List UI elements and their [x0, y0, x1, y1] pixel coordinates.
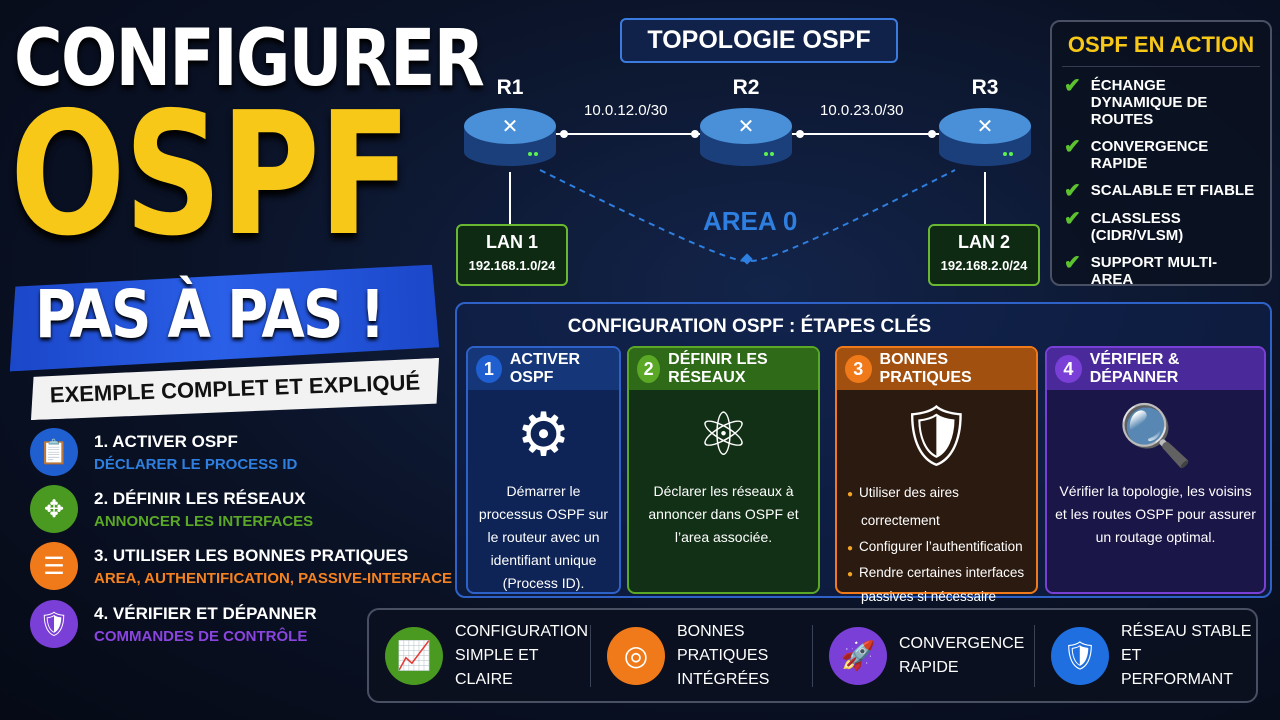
lan-name: LAN 2	[957, 232, 1010, 252]
feature-item: ✔ ÉCHANGE DYNAMIQUE DE ROUTES	[1064, 75, 1258, 128]
feature-label: CONVERGENCE RAPIDE	[1090, 138, 1209, 172]
svg-text:✕: ✕	[977, 116, 994, 138]
check-icon: ✔	[1064, 208, 1081, 230]
benefit-label: CONFIGURATION SIMPLE ET CLAIRE	[455, 622, 589, 688]
feature-item: ✔ SCALABLE ET FIABLE	[1064, 180, 1258, 202]
card-title: VÉRIFIER & DÉPANNER	[1089, 351, 1180, 386]
card-number: 4	[1055, 355, 1082, 383]
filter-icon: ☰	[30, 542, 78, 590]
step-1: 📋 1. ACTIVER OSPF DÉCLARER LE PROCESS ID	[30, 428, 297, 476]
lan-2: LAN 2 192.168.2.0/24	[928, 224, 1040, 286]
area-label: AREA 0	[703, 206, 798, 236]
list-item: Configurer l’authentification	[859, 534, 1028, 562]
card-title: ACTIVER OSPF	[509, 351, 581, 386]
target-icon: ◎	[607, 626, 665, 685]
lan-name: LAN 1	[485, 232, 538, 252]
benefit-item: 🚀 CONVERGENCE RAPIDE	[813, 624, 1035, 687]
magnifier-icon: 🔍	[1118, 401, 1193, 469]
feature-label: SCALABLE ET FIABLE	[1090, 182, 1255, 199]
step-detail: AREA, AUTHENTIFICATION, PASSIVE-INTERFAC…	[94, 569, 453, 587]
check-icon: ✔	[1064, 136, 1081, 158]
list-item: Rendre certaines interfaces passives si …	[859, 562, 1028, 608]
shield-check-icon: 🛡	[30, 600, 78, 648]
subtitle-banner: EXEMPLE COMPLET ET EXPLIQUÉ	[29, 358, 440, 420]
network-icon: ✥	[30, 485, 78, 533]
topology-lines	[509, 130, 986, 265]
router-label-r1: R1	[496, 76, 524, 99]
title-ospf: OSPF	[10, 76, 411, 274]
lan-ip: 192.168.2.0/24	[940, 258, 1028, 273]
router-label-r3: R3	[971, 76, 999, 99]
best-practices-list: Utiliser des aires correctement Configur…	[837, 480, 1036, 608]
config-title: CONFIGURATION OSPF : ÉTAPES CLÉS	[567, 316, 932, 337]
benefit-item: 📈CONFIGURATION SIMPLE ET CLAIRE	[369, 623, 591, 688]
benefit-label: CONVERGENCE RAPIDE	[899, 634, 1025, 676]
card-title: DÉFINIR LES RÉSEAUX	[668, 351, 768, 386]
card-number: 2	[637, 355, 661, 383]
card-text: Démarrer le processus OSPF sur le routeu…	[478, 483, 609, 591]
check-icon: ✔	[1064, 180, 1081, 202]
router-icon[interactable]: ✕	[937, 104, 1033, 168]
list-item: Utiliser des aires correctement	[859, 480, 1028, 534]
shield-check-icon: 🛡	[1051, 626, 1109, 685]
benefit-item: 🛡RÉSEAU STABLE ET PERFORMANT	[1035, 623, 1256, 688]
svg-text:✕: ✕	[502, 116, 519, 138]
step-title: 3. UTILISER LES BONNES PRATIQUES	[94, 545, 409, 565]
feature-label: ÉCHANGE DYNAMIQUE DE ROUTES	[1090, 77, 1208, 128]
feature-label: CLASSLESS (CIDR/VLSM)	[1090, 210, 1184, 244]
card-number: 1	[476, 355, 502, 383]
title-pas-a-pas: PAS À PAS !	[35, 276, 385, 353]
topology-title: TOPOLOGIE OSPF	[620, 18, 898, 63]
gear-icon: ⚙	[516, 401, 571, 468]
network-nodes-icon: ⚛	[696, 401, 751, 468]
router-icon[interactable]: ✕	[698, 104, 794, 168]
panel-title: OSPF EN ACTION	[1062, 32, 1260, 67]
card-title: BONNES PRATIQUES	[879, 351, 972, 386]
ospf-action-panel: OSPF EN ACTION ✔ ÉCHANGE DYNAMIQUE DE ROU…	[1050, 20, 1272, 288]
step-detail: ANNONCER LES INTERFACES	[94, 512, 314, 530]
feature-item: ✔ SUPPORT MULTI-AREA	[1064, 252, 1258, 288]
shield-check-icon: 🛡	[898, 401, 975, 469]
chart-up-icon: 📈	[385, 626, 443, 685]
benefit-label: BONNES PRATIQUES INTÉGRÉES	[677, 622, 770, 688]
svg-text:✕: ✕	[738, 116, 755, 138]
link-label: 10.0.12.0/30	[584, 102, 668, 119]
step-2: ✥ 2. DÉFINIR LES RÉSEAUX ANNONCER LES INT…	[30, 485, 313, 533]
step-title: 1. ACTIVER OSPF	[94, 431, 238, 451]
feature-label: SUPPORT MULTI-AREA	[1090, 254, 1218, 288]
step-title: 4. VÉRIFIER ET DÉPANNER	[94, 603, 317, 623]
link-label: 10.0.23.0/30	[820, 102, 904, 119]
feature-item: ✔ CONVERGENCE RAPIDE	[1064, 136, 1258, 172]
benefit-item: ◎BONNES PRATIQUES INTÉGRÉES	[591, 623, 813, 688]
step-3: ☰ 3. UTILISER LES BONNES PRATIQUES AREA, …	[30, 542, 452, 590]
feature-item: ✔ CLASSLESS (CIDR/VLSM)	[1064, 208, 1258, 244]
title-configurer: CONFIGURER	[14, 14, 485, 104]
benefit-label: RÉSEAU STABLE ET PERFORMANT	[1121, 622, 1252, 688]
benefits-bar: 📈CONFIGURATION SIMPLE ET CLAIRE ◎BONNES …	[367, 608, 1258, 703]
step-detail: COMMANDES DE CONTRÔLE	[94, 627, 308, 645]
step-4: 🛡 4. VÉRIFIER ET DÉPANNER COMMANDES DE CO…	[30, 600, 317, 648]
router-label-r2: R2	[732, 76, 760, 99]
card-text: Déclarer les réseaux à annoncer dans OSP…	[648, 483, 799, 545]
lan-1: LAN 1 192.168.1.0/24	[456, 224, 568, 286]
router-icon[interactable]: ✕	[462, 104, 558, 168]
card-text: Vérifier la topologie, les voisins et le…	[1055, 483, 1256, 545]
clipboard-icon: 📋	[30, 428, 78, 476]
check-icon: ✔	[1064, 75, 1081, 97]
step-title: 2. DÉFINIR LES RÉSEAUX	[94, 488, 306, 508]
lan-ip: 192.168.1.0/24	[468, 258, 556, 273]
rocket-icon: 🚀	[829, 626, 887, 685]
step-detail: DÉCLARER LE PROCESS ID	[94, 455, 298, 473]
card-number: 3	[845, 355, 872, 383]
check-icon: ✔	[1064, 252, 1081, 274]
